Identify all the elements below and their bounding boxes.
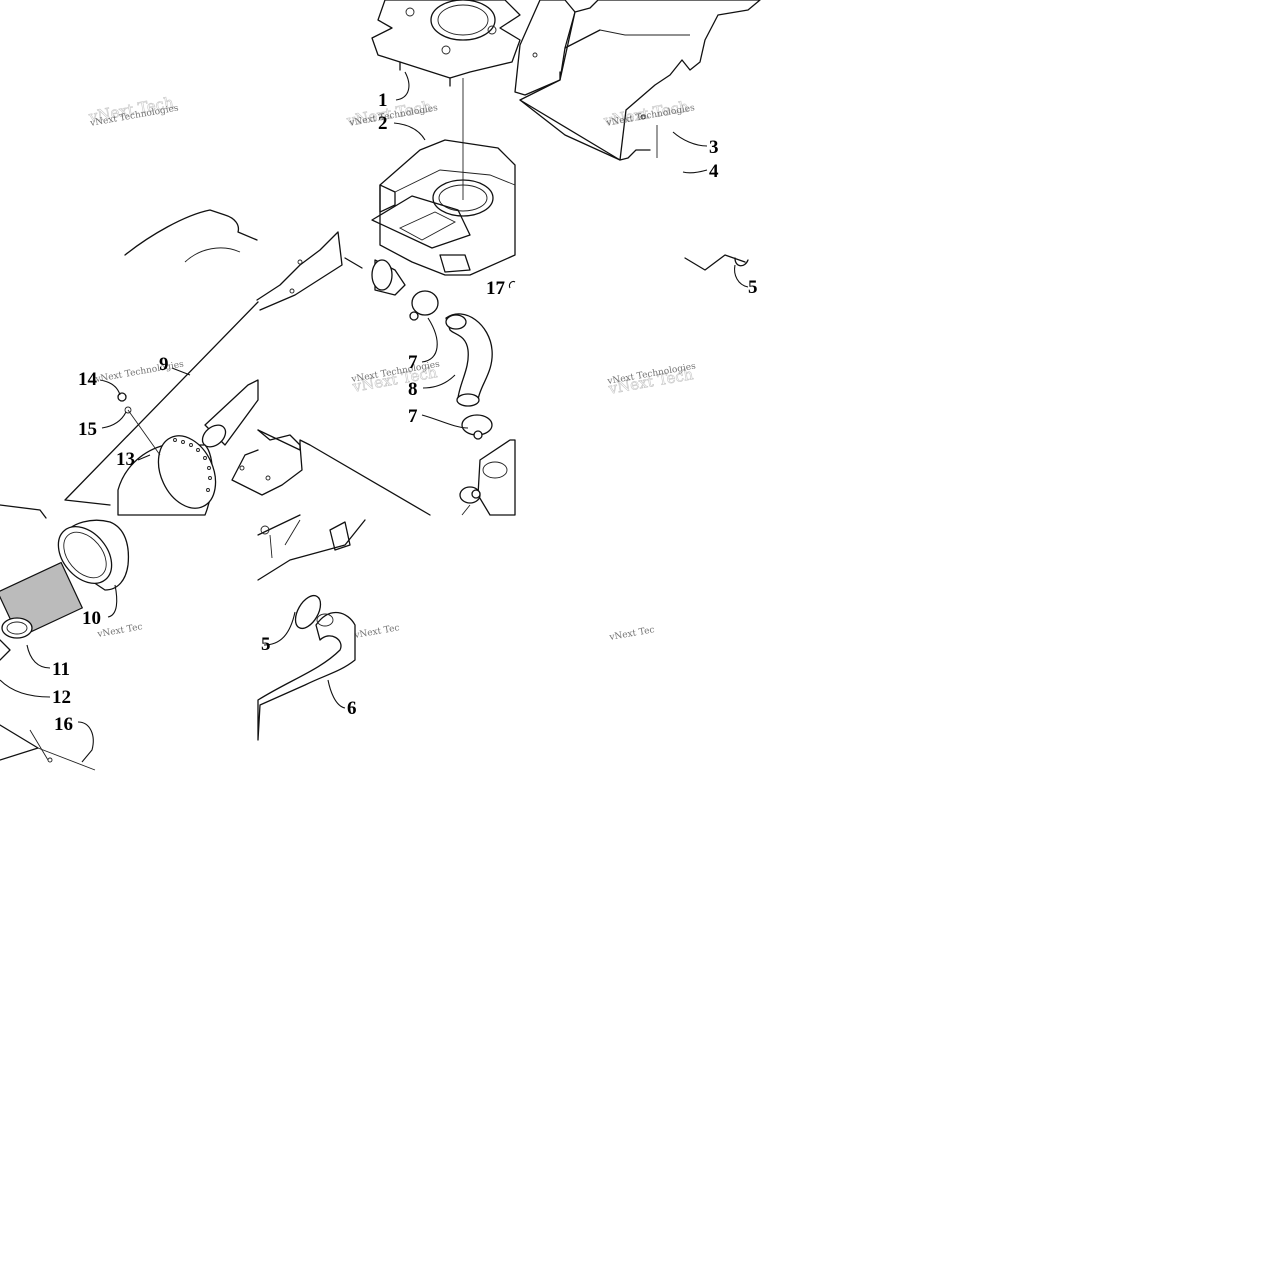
callout-12: 12 <box>52 687 71 708</box>
callout-8: 8 <box>408 379 418 400</box>
callout-7-upper: 7 <box>408 352 418 373</box>
callout-7-lower: 7 <box>408 406 418 427</box>
intake-hose <box>409 290 493 440</box>
callout-6: 6 <box>347 698 357 719</box>
callout-4: 4 <box>709 161 719 182</box>
callout-14: 14 <box>78 369 98 390</box>
callout-11: 11 <box>52 659 70 680</box>
svg-text:vNext Tec: vNext Tec <box>608 625 656 643</box>
svg-text:vNext Tec: vNext Tec <box>353 623 401 641</box>
mounting-plate <box>371 0 521 87</box>
heat-shield <box>514 0 761 161</box>
airbox <box>371 78 516 296</box>
leader-lines <box>0 71 749 763</box>
frame-panel <box>0 209 431 519</box>
callout-16: 16 <box>54 714 73 735</box>
filter-assembly <box>117 379 303 516</box>
callout-labels: 1 2 3 4 5 5 6 7 7 8 9 10 11 12 13 14 15 … <box>52 90 758 735</box>
callout-5-top: 5 <box>748 277 758 298</box>
callout-3: 3 <box>709 137 719 158</box>
callout-2: 2 <box>378 113 388 134</box>
callout-10: 10 <box>82 608 101 629</box>
callout-1: 1 <box>378 90 388 111</box>
callout-13: 13 <box>116 449 135 470</box>
callout-15: 15 <box>78 419 97 440</box>
watermark-text: vNext Technologies <box>94 360 185 386</box>
callout-9: 9 <box>159 354 169 375</box>
callout-5-bottom: 5 <box>261 634 271 655</box>
outlet-connector <box>459 439 516 516</box>
lower-hose <box>257 514 366 741</box>
clamp-bracket-right <box>684 254 749 271</box>
callout-17: 17 <box>486 278 506 299</box>
svg-text:vNext Tec: vNext Tec <box>96 622 144 640</box>
